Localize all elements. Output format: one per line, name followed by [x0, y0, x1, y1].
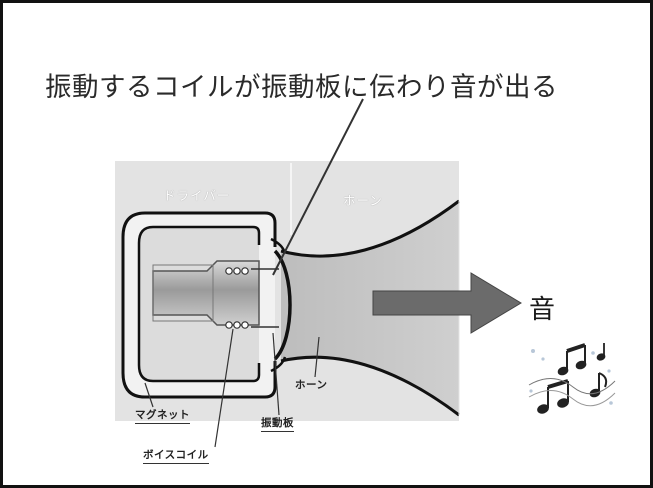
headline: 振動するコイルが振動板に伝わり音が出る	[45, 72, 558, 103]
sound-label: 音	[529, 295, 556, 325]
headline-pointer	[272, 98, 364, 276]
voice-coil	[225, 267, 249, 329]
horn-lower-edge	[280, 355, 460, 417]
label-diaphragm: 振動板	[261, 415, 294, 432]
label-leaders	[144, 328, 320, 448]
horn-shape	[281, 201, 459, 415]
label-voice-coil: ボイスコイル	[143, 447, 209, 464]
horn-upper-edge	[280, 199, 460, 258]
label-horn: ホーン	[295, 379, 328, 391]
pole-piece	[152, 260, 260, 326]
music-notes-icon	[523, 341, 617, 423]
section-label-horn: ホーン	[343, 193, 383, 208]
section-label-driver: ドライバー	[163, 188, 231, 203]
sound-arrow	[372, 272, 522, 334]
label-magnet: マグネット	[135, 407, 190, 424]
speaker-diagram	[121, 98, 617, 448]
